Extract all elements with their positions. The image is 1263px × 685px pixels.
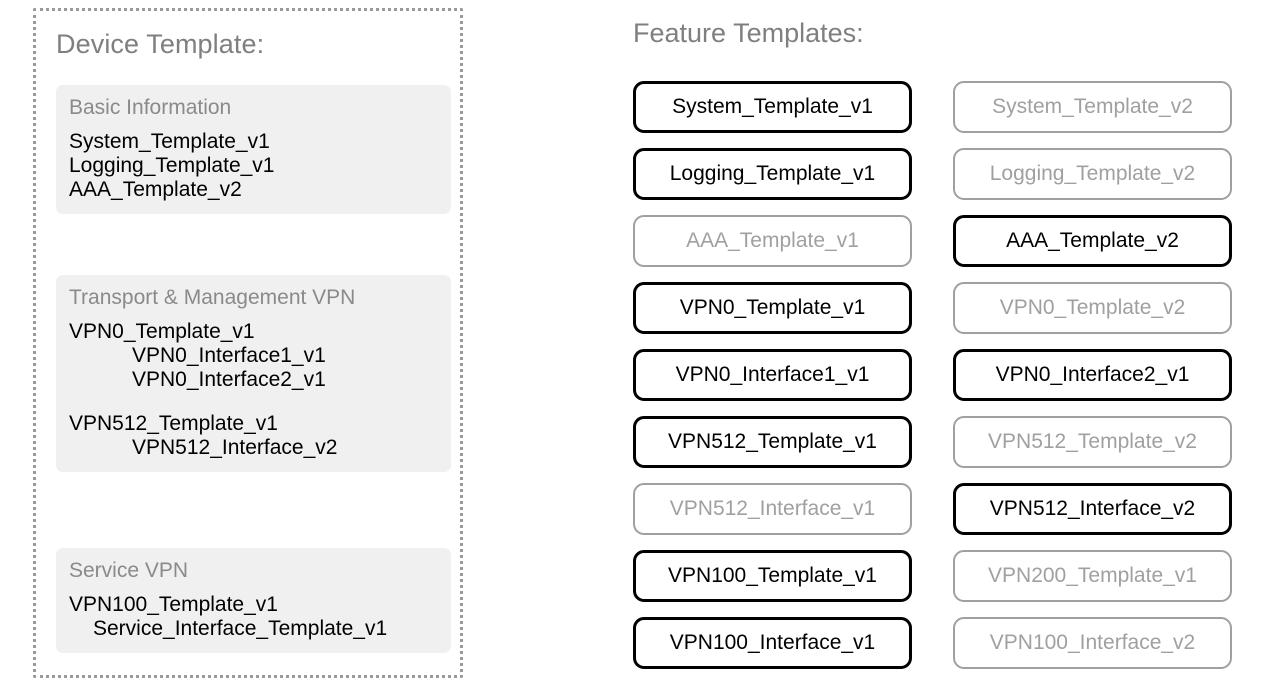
feature-template-row: VPN0_Interface1_v1 VPN0_Interface2_v1 — [633, 349, 1233, 401]
feature-template-row: Logging_Template_v1 Logging_Template_v2 — [633, 148, 1233, 200]
feature-template-box-vpn100_template_v1[interactable]: VPN100_Template_v1 — [633, 550, 912, 602]
feature-template-row: VPN512_Interface_v1 VPN512_Interface_v2 — [633, 483, 1233, 535]
feature-template-row: VPN100_Interface_v1 VPN100_Interface_v2 — [633, 617, 1233, 669]
section-title-transport-management-vpn: Transport & Management VPN — [69, 286, 356, 309]
feature-template-box-aaa_template_v2[interactable]: AAA_Template_v2 — [953, 215, 1232, 267]
feature-template-box-vpn0_template_v2[interactable]: VPN0_Template_v2 — [953, 282, 1232, 334]
section-title-basic-information: Basic Information — [69, 96, 232, 119]
feature-template-row: VPN0_Template_v1 VPN0_Template_v2 — [633, 282, 1233, 334]
device-template-line: VPN0_Template_v1 — [69, 320, 255, 343]
device-template-line: Service_Interface_Template_v1 — [93, 617, 388, 640]
feature-template-box-vpn512_interface_v1[interactable]: VPN512_Interface_v1 — [633, 483, 912, 535]
device-template-line: VPN100_Template_v1 — [69, 593, 278, 616]
feature-template-box-vpn100_interface_v1[interactable]: VPN100_Interface_v1 — [633, 617, 912, 669]
feature-template-box-vpn0_interface1_v1[interactable]: VPN0_Interface1_v1 — [633, 349, 912, 401]
feature-template-row: AAA_Template_v1 AAA_Template_v2 — [633, 215, 1233, 267]
device-template-line: VPN512_Template_v1 — [69, 412, 278, 435]
feature-template-box-vpn0_template_v1[interactable]: VPN0_Template_v1 — [633, 282, 912, 334]
device-template-line: Logging_Template_v1 — [69, 154, 275, 177]
device-template-line: VPN0_Interface2_v1 — [132, 368, 326, 391]
feature-template-box-vpn512_template_v2[interactable]: VPN512_Template_v2 — [953, 416, 1232, 468]
feature-template-row: System_Template_v1 System_Template_v2 — [633, 81, 1233, 133]
feature-template-box-logging_template_v1[interactable]: Logging_Template_v1 — [633, 148, 912, 200]
device-template-line: VPN512_Interface_v2 — [132, 436, 338, 459]
device-template-line: AAA_Template_v2 — [69, 178, 242, 201]
feature-template-box-logging_template_v2[interactable]: Logging_Template_v2 — [953, 148, 1232, 200]
device-template-line: VPN0_Interface1_v1 — [132, 344, 326, 367]
line-spacer — [56, 392, 451, 412]
feature-template-box-vpn512_interface_v2[interactable]: VPN512_Interface_v2 — [953, 483, 1232, 535]
feature-template-box-vpn100_interface_v2[interactable]: VPN100_Interface_v2 — [953, 617, 1232, 669]
feature-template-row: VPN100_Template_v1 VPN200_Template_v1 — [633, 550, 1233, 602]
feature-template-box-system_template_v1[interactable]: System_Template_v1 — [633, 81, 912, 133]
feature-template-box-aaa_template_v1[interactable]: AAA_Template_v1 — [633, 215, 912, 267]
section-title-service-vpn: Service VPN — [69, 559, 189, 582]
device-template-line: System_Template_v1 — [69, 130, 270, 153]
feature-templates-title: Feature Templates: — [633, 18, 864, 48]
section-transport-management-vpn: Transport & Management VPN VPN0_Template_… — [56, 275, 451, 472]
feature-template-box-system_template_v2[interactable]: System_Template_v2 — [953, 81, 1232, 133]
feature-template-box-vpn512_template_v1[interactable]: VPN512_Template_v1 — [633, 416, 912, 468]
feature-template-row: VPN512_Template_v1 VPN512_Template_v2 — [633, 416, 1233, 468]
feature-template-box-vpn0_interface2_v1[interactable]: VPN0_Interface2_v1 — [953, 349, 1232, 401]
device-template-title: Device Template: — [56, 29, 265, 59]
feature-template-box-vpn200_template_v1[interactable]: VPN200_Template_v1 — [953, 550, 1232, 602]
